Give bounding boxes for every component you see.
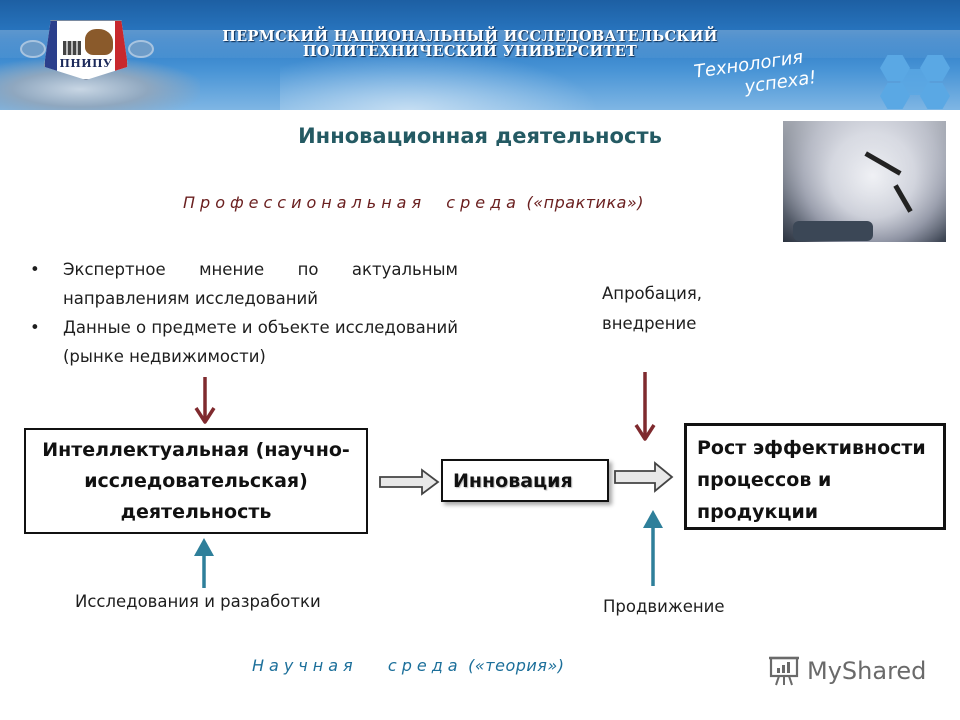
presentation-board-icon (769, 656, 799, 686)
hexagon-decoration (880, 55, 960, 110)
puzzle-globe-image (783, 121, 946, 242)
university-name-line1: ПЕРМСКИЙ НАЦИОНАЛЬНЫЙ ИССЛЕДОВАТЕЛЬСКИЙ (222, 28, 718, 45)
bullet-item: Данные о предмете и объекте исследований… (30, 313, 458, 371)
theory-tag: («теория») (462, 656, 565, 675)
bullet-item: Экспертное мнение по актуальным направле… (30, 255, 458, 313)
research-development-label: Исследования и разработки (75, 592, 321, 611)
intellectual-activity-box: Интеллектуальная (научно- исследовательс… (24, 428, 368, 534)
approbation-line1: Апробация, (602, 284, 703, 303)
promotion-label: Продвижение (603, 597, 725, 616)
scientific-environment-label: Научная среда («теория») (252, 656, 565, 675)
approbation-line2: внедрение (602, 314, 697, 333)
practice-tag: («практика») (520, 193, 645, 212)
main-box-line2: исследовательская) (84, 469, 308, 492)
result-box-line1: Рост эффективности (697, 437, 926, 459)
input-bullet-list: Экспертное мнение по актуальным направле… (30, 255, 458, 371)
arrow-up-icon (194, 538, 214, 588)
professional-environment-label: Профессиональная среда («практика») (183, 193, 644, 212)
arrow-down-icon (634, 372, 656, 441)
banner-bolt-icon (128, 40, 154, 58)
scientific-environment-text: Научная среда (252, 656, 463, 675)
arrow-right-icon (614, 461, 674, 493)
main-box-line1: Интеллектуальная (научно- (42, 438, 350, 461)
slide-title: Инновационная деятельность (298, 124, 662, 148)
intellectual-activity-text: Интеллектуальная (научно- исследовательс… (42, 435, 350, 528)
banner-bolt-icon (20, 40, 46, 58)
bear-icon (85, 29, 113, 55)
main-box-line3: деятельность (120, 500, 272, 523)
hexagon-icon (880, 83, 910, 109)
university-name: ПЕРМСКИЙ НАЦИОНАЛЬНЫЙ ИССЛЕДОВАТЕЛЬСКИЙ … (180, 29, 760, 59)
myshared-watermark: MyShared (767, 655, 926, 687)
arrow-right-icon (379, 468, 440, 496)
efficiency-growth-box: Рост эффективности процессов и продукции (684, 423, 946, 530)
result-box-line3: продукции (697, 501, 819, 523)
books-icon (63, 41, 81, 55)
approbation-label: Апробация, внедрение (602, 279, 702, 339)
myshared-text: MyShared (807, 657, 927, 685)
innovation-box: Инновация (441, 459, 609, 502)
hexagon-icon (920, 83, 950, 109)
university-name-line2: ПОЛИТЕХНИЧЕСКИЙ УНИВЕРСИТЕТ (302, 43, 638, 60)
university-banner: ПНИПУ ПЕРМСКИЙ НАЦИОНАЛЬНЫЙ ИССЛЕДОВАТЕЛ… (0, 0, 960, 110)
puzzle-dark-piece (793, 221, 873, 241)
banner-glow (280, 50, 600, 110)
arrow-down-icon (194, 377, 216, 424)
professional-environment-text: Профессиональная среда (183, 193, 521, 212)
arrow-up-icon (643, 510, 663, 586)
logo-text: ПНИПУ (59, 57, 113, 70)
result-box-line2: процессов и (697, 469, 832, 491)
